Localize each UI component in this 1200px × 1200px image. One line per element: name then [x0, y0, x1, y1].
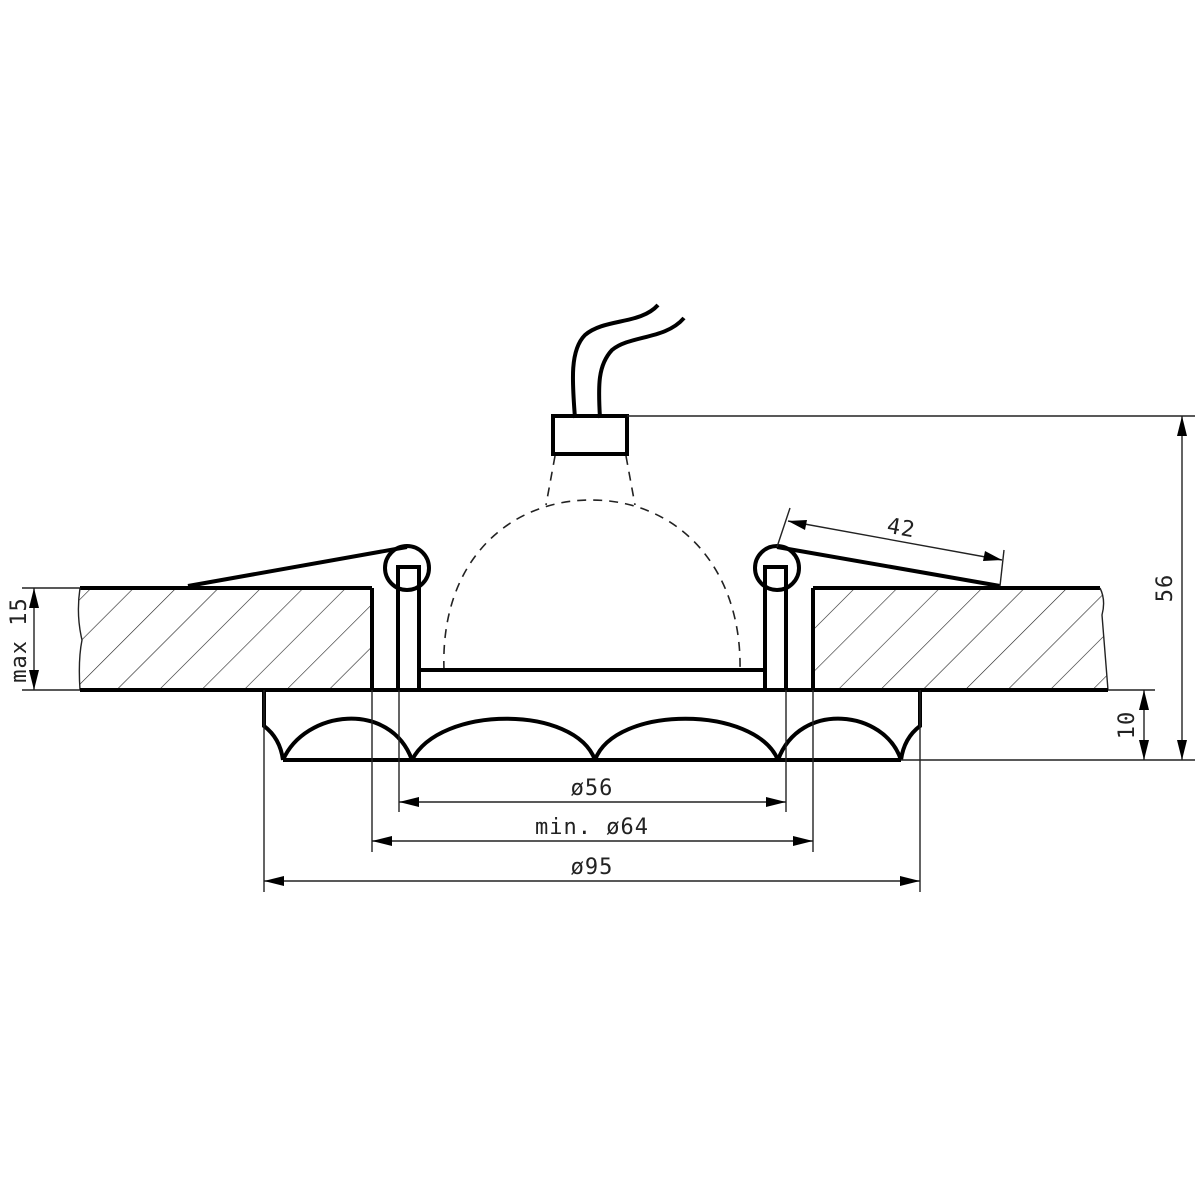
dimension-visible-height: 10 — [1115, 690, 1149, 760]
decorative-trim-ring — [262, 690, 922, 762]
svg-text:max 15: max 15 — [7, 597, 32, 682]
dimension-lamp-diameter: ø56 — [399, 776, 786, 807]
svg-text:min. ø64: min. ø64 — [535, 815, 649, 840]
ceiling-panel-left — [77, 586, 374, 691]
svg-text:56: 56 — [1153, 574, 1178, 603]
ceiling-panel-right — [811, 586, 1109, 691]
dimension-outer-diameter: ø95 — [264, 855, 920, 886]
lamp-outline-dashed — [443, 455, 741, 671]
extension-lines — [263, 690, 921, 892]
dimension-spring-length: 42 — [776, 507, 1005, 587]
dimension-cutout-diameter: min. ø64 — [372, 815, 813, 846]
mounting-springs — [187, 544, 1001, 692]
dimension-total-height: 56 — [1153, 416, 1187, 760]
power-cable — [570, 303, 686, 419]
dimension-ceiling-thickness: max 15 — [7, 587, 80, 691]
svg-text:ø95: ø95 — [571, 855, 614, 880]
svg-text:42: 42 — [885, 514, 917, 544]
terminal-block — [551, 414, 629, 456]
lamp-base-plate — [417, 668, 767, 692]
svg-text:10: 10 — [1115, 711, 1140, 740]
svg-text:ø56: ø56 — [571, 776, 614, 801]
